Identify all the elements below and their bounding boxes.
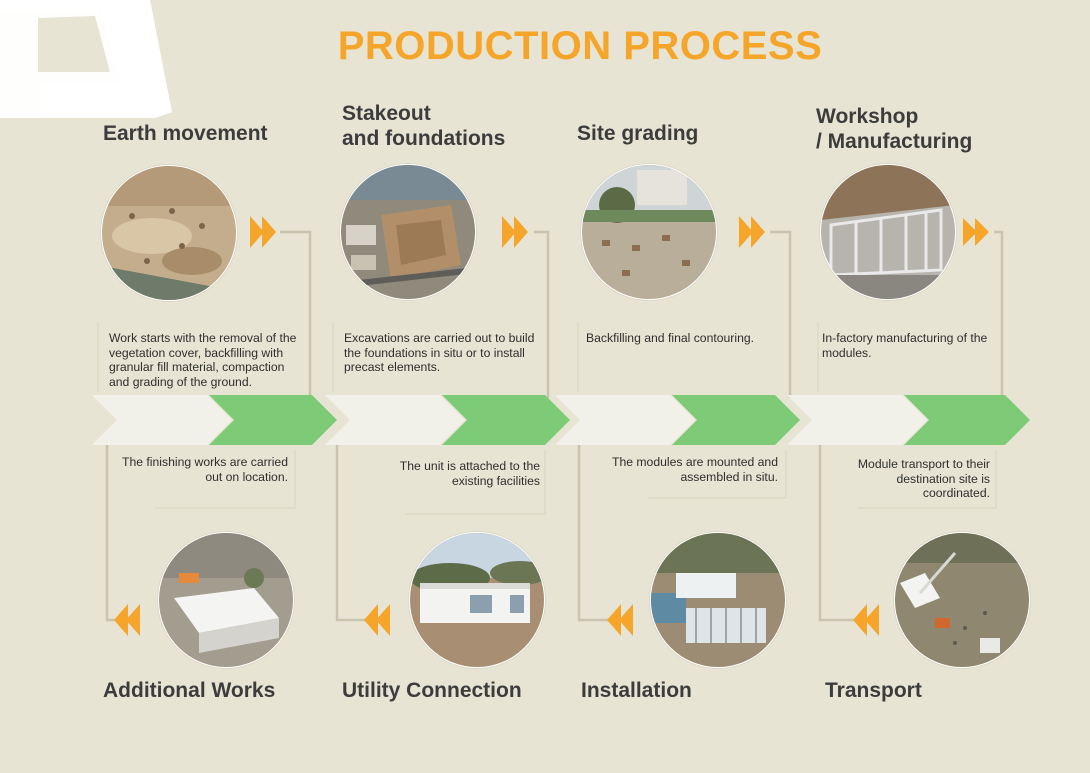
connector-top-1 xyxy=(280,230,312,398)
double-arrow-left-icon xyxy=(853,604,879,636)
chevron-light-2 xyxy=(325,395,465,445)
connector-bottom-4 xyxy=(818,440,860,622)
chevron-green-3 xyxy=(672,395,800,445)
text-frame-lines xyxy=(97,322,997,515)
step-description-stakeout: Excavations are carried out to build the… xyxy=(344,331,535,374)
photo-installation xyxy=(650,532,786,668)
chevron-green-2 xyxy=(442,395,570,445)
orange-arrows-right xyxy=(250,216,989,248)
connector-lines xyxy=(105,230,1004,622)
step-title-additional-works: Additional Works xyxy=(103,679,276,702)
double-arrow-right-icon xyxy=(502,216,528,248)
connector-top-4 xyxy=(994,230,1004,398)
photo-utility-connection xyxy=(409,532,545,668)
step-title-installation: Installation xyxy=(581,679,692,702)
step-title-workshop: Workshop / Manufacturing xyxy=(816,105,973,153)
double-arrow-left-icon xyxy=(607,604,633,636)
chevron-band xyxy=(92,395,1030,445)
step-title-earth-movement: Earth movement xyxy=(103,122,268,145)
step-description-earth-movement: Work starts with the removal of the vege… xyxy=(109,331,297,389)
logo-mark xyxy=(0,0,172,118)
chevron-light-3 xyxy=(555,395,695,445)
step-description-additional-works: The finishing works are carried out on l… xyxy=(122,455,288,484)
photo-additional-works xyxy=(158,532,294,668)
step-description-workshop: In-factory manufacturing of the modules. xyxy=(822,331,988,360)
chevron-green-4 xyxy=(904,395,1030,445)
step-description-site-grading: Backfilling and final contouring. xyxy=(586,331,755,345)
step-title-transport: Transport xyxy=(825,679,922,702)
double-arrow-right-icon xyxy=(739,216,765,248)
step-title-site-grading: Site grading xyxy=(577,122,699,145)
page-title: PRODUCTION PROCESS xyxy=(337,24,823,68)
connector-bottom-3 xyxy=(577,440,612,622)
chevron-light-4 xyxy=(787,395,927,445)
double-arrow-left-icon xyxy=(114,604,140,636)
connector-top-2 xyxy=(534,230,550,398)
chevron-light-1 xyxy=(92,395,232,445)
photo-stakeout xyxy=(340,164,476,300)
double-arrow-right-icon xyxy=(250,216,276,248)
photo-earth-movement xyxy=(101,165,237,301)
connector-top-3 xyxy=(770,230,792,398)
orange-arrows-left xyxy=(114,604,879,636)
double-arrow-left-icon xyxy=(364,604,390,636)
chevron-green-1 xyxy=(209,395,337,445)
photo-site-grading xyxy=(581,164,717,300)
photo-transport xyxy=(894,532,1030,668)
double-arrow-right-icon xyxy=(963,218,989,246)
photo-workshop xyxy=(820,164,956,300)
step-description-utility-connection: The unit is attached to the existing fac… xyxy=(399,459,540,488)
step-description-transport: Module transport to their destination si… xyxy=(857,457,990,500)
step-description-installation: The modules are mounted and assembled in… xyxy=(612,455,778,484)
step-title-stakeout: Stakeout and foundations xyxy=(342,102,506,150)
connector-bottom-2 xyxy=(335,440,372,622)
step-title-utility-connection: Utility Connection xyxy=(342,679,522,702)
